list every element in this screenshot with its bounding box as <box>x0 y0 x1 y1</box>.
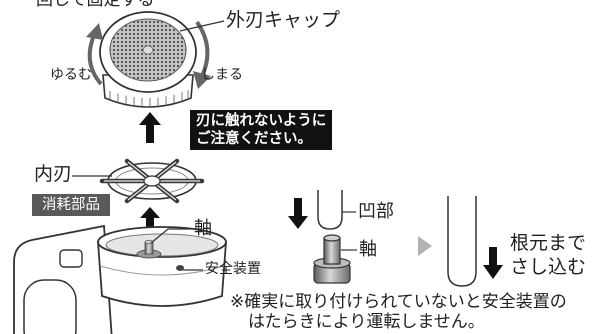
insert-instruction-line-1: 根元まで <box>510 232 587 254</box>
base-shaft-leader-line <box>150 228 192 244</box>
base-unit-illustration <box>13 224 227 334</box>
cap-grip-ridges <box>109 90 189 106</box>
down-arrow-icon <box>483 247 503 279</box>
outer-cap-leader-line <box>179 20 225 32</box>
loosen-rotate-arrow-icon <box>86 23 103 86</box>
warning-line-2: ご注意ください。 <box>196 131 312 147</box>
tighten-label: しまる <box>201 67 243 83</box>
blade-warning-box: 刃に触れないように ご注意ください。 <box>190 110 332 150</box>
top-instruction-text: 回して固定する <box>36 0 155 10</box>
inner-blade-illustration <box>99 158 205 204</box>
up-arrow-icon <box>140 207 160 232</box>
safety-device-label: 安全装置 <box>205 261 261 277</box>
detail-shaft-label: 軸 <box>359 239 377 260</box>
recess-illustration <box>317 190 343 230</box>
inserted-tube-illustration <box>447 196 477 287</box>
safety-note-line-2: はたらきにより運転しません。 <box>248 312 485 332</box>
safety-device <box>176 265 184 271</box>
up-arrow-icon <box>139 112 161 143</box>
base-shaft-label: 軸 <box>194 218 212 239</box>
outer-cap-label: 外刃キャップ <box>226 9 341 31</box>
insert-instruction-line-2: さし込む <box>510 256 587 278</box>
down-arrow-icon <box>288 198 308 229</box>
safety-note-line-1: ※確実に取り付けられていないと安全装置の <box>230 292 567 312</box>
warning-line-1: 刃に触れないように <box>196 113 327 129</box>
loosen-label: ゆるむ <box>50 67 92 83</box>
outer-cap-illustration <box>99 11 197 108</box>
next-step-triangle-icon <box>418 236 432 256</box>
recess-label: 凹部 <box>358 201 394 222</box>
shaft-illustration <box>313 234 351 284</box>
consumable-part-badge: 消耗部品 <box>32 194 110 216</box>
inner-blade-label: 内刃 <box>34 163 73 185</box>
